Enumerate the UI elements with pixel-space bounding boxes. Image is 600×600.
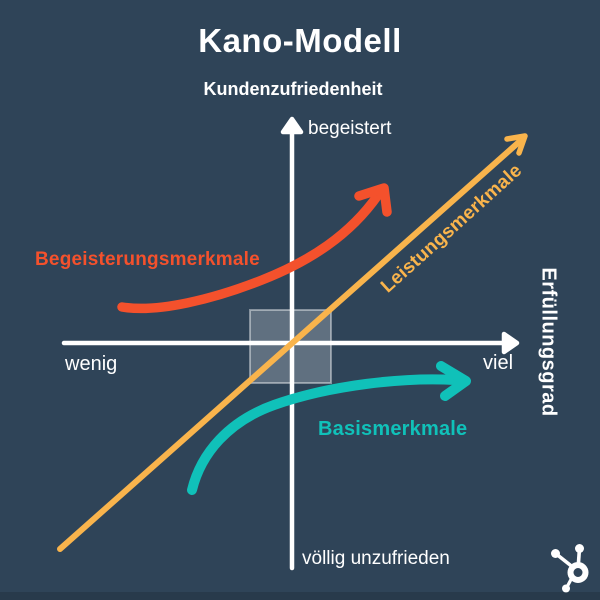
x-axis-min-label: wenig [65,353,118,375]
y-axis-min-label: völlig unzufrieden [302,548,450,569]
basic-curve-label: Basismerkmale [318,418,468,440]
y-axis-arrow-icon [280,116,304,135]
excitement-curve-label: Begeisterungsmerkmale [35,249,260,270]
hubspot-logo-icon [551,544,589,593]
x-axis-title: Erfüllungsgrad [537,267,560,417]
basic-curve [187,361,471,495]
basic-arrow-icon [436,361,471,401]
bottom-edge-shade [0,592,600,600]
x-axis-arrow-icon [501,331,520,355]
excitement-arrow-icon [354,183,392,217]
y-axis [280,116,304,571]
performance-line [57,133,528,552]
y-axis-title: Kundenzufriedenheit [203,79,383,99]
page-title: Kano-Modell [198,22,402,59]
excitement-curve [117,183,392,314]
x-axis [61,331,520,355]
x-axis-max-label: viel [483,352,514,374]
y-axis-max-label: begeistert [308,118,392,139]
performance-arrow-icon [504,133,528,156]
